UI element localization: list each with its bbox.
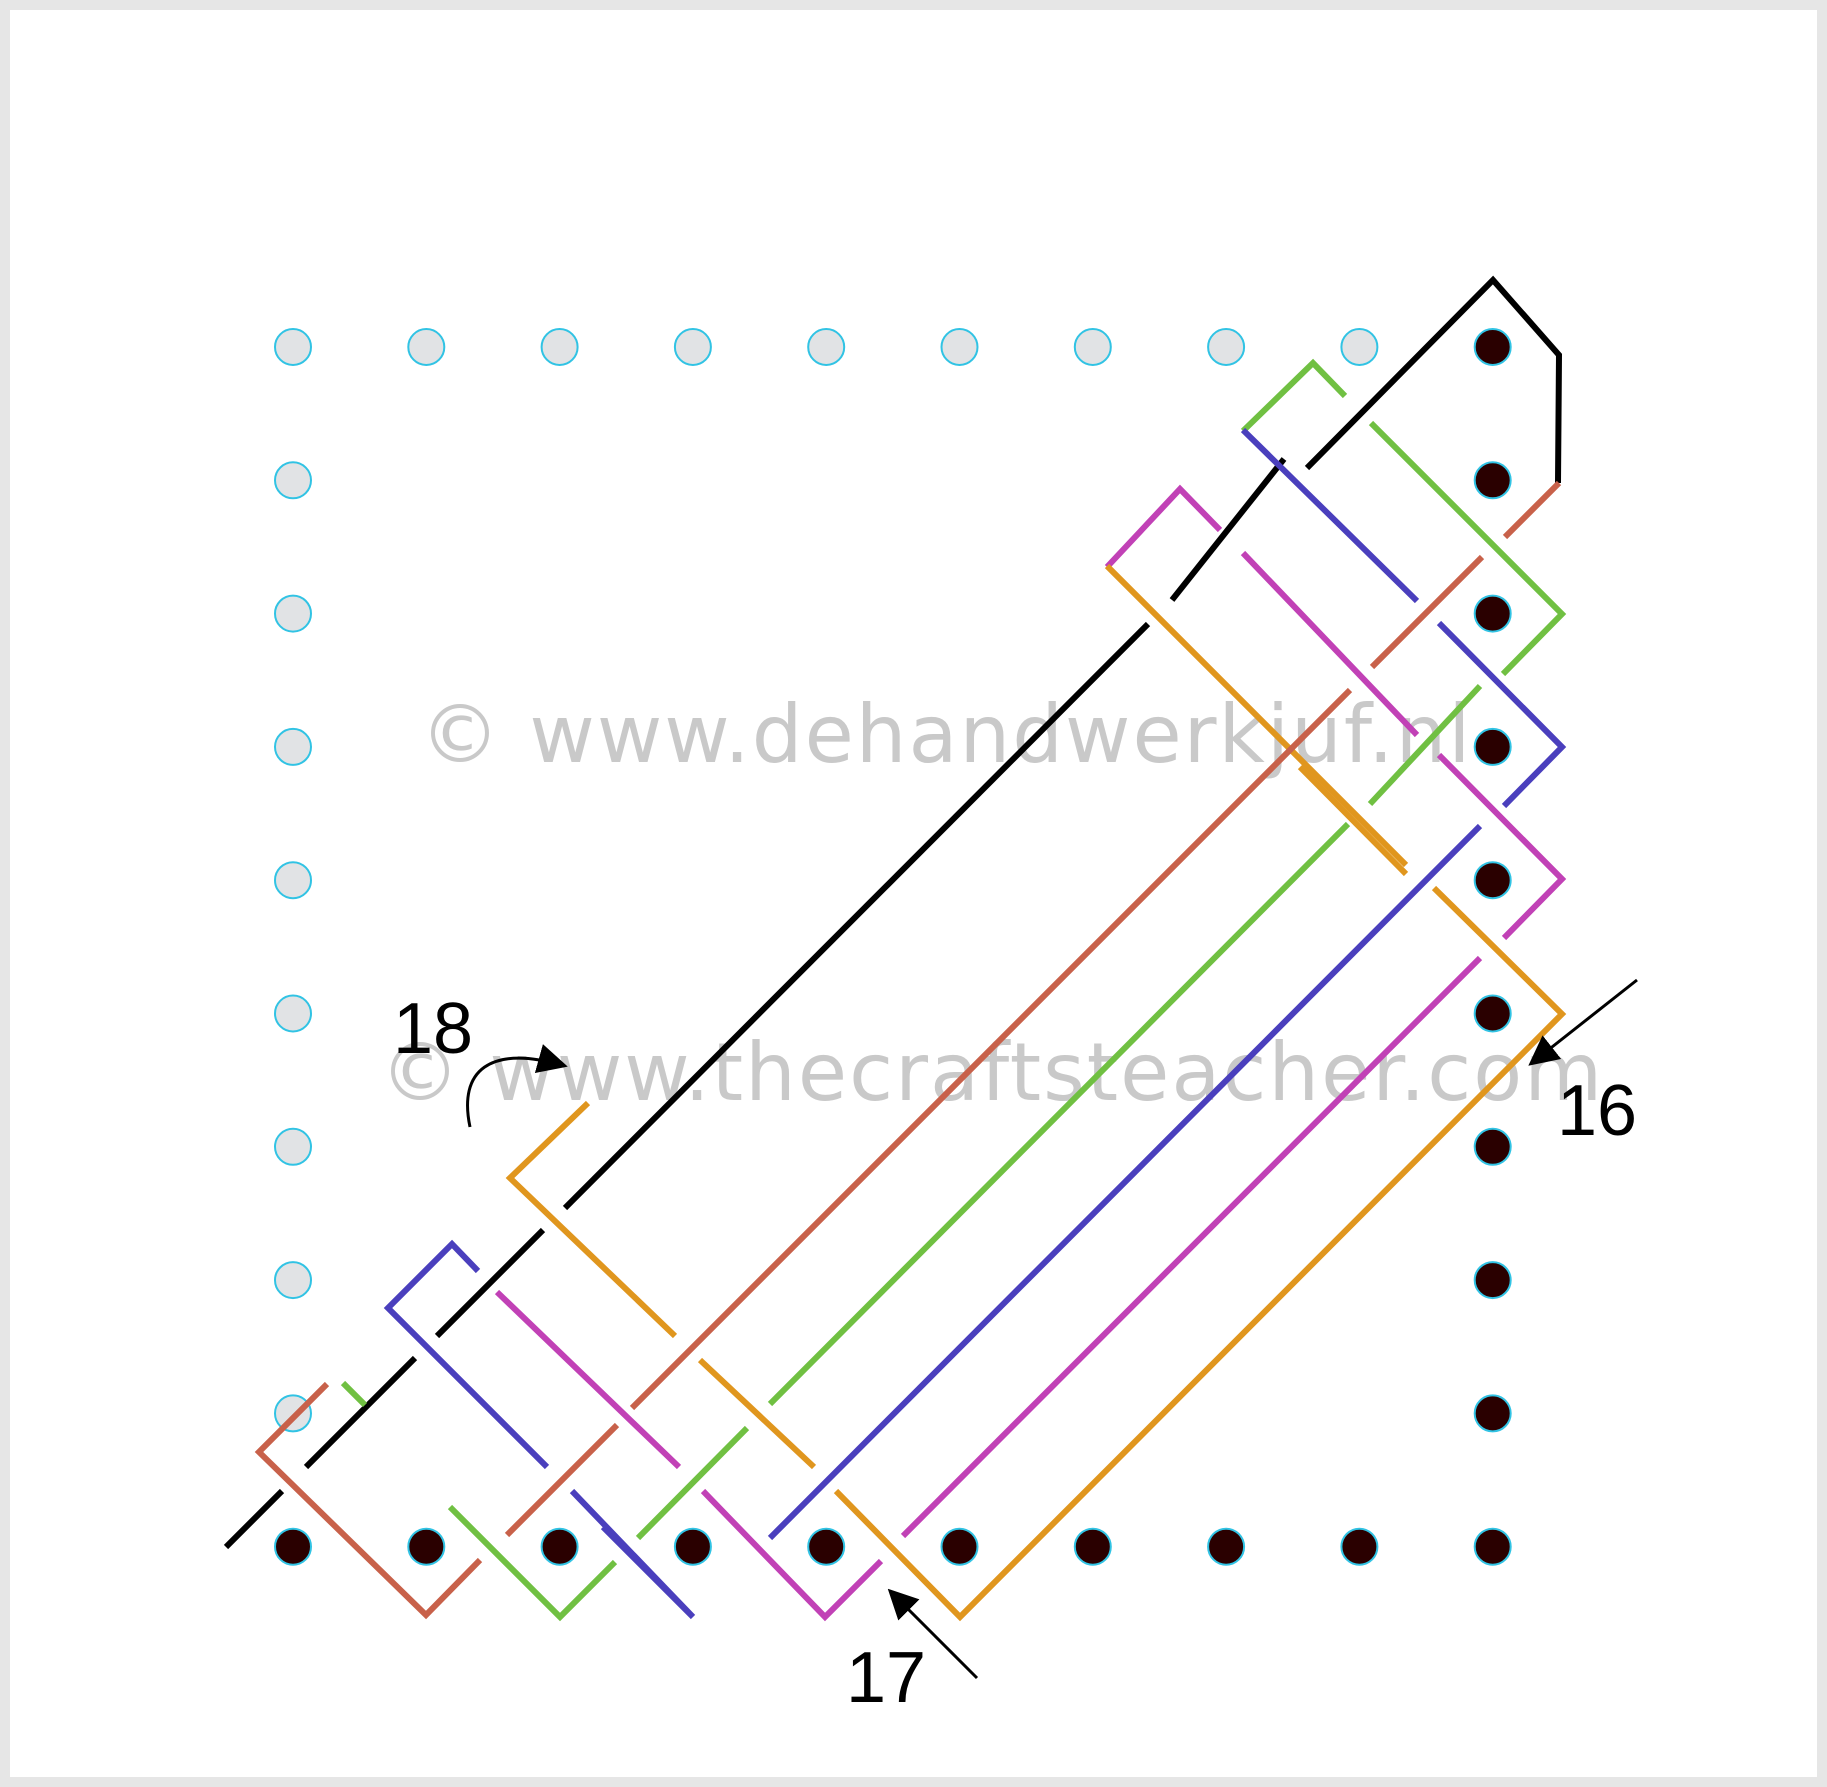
hole-right-3 (1473, 594, 1512, 633)
hole-bottom-2 (407, 1527, 446, 1566)
hole-right-2 (1473, 461, 1512, 500)
thread-magenta-top (1104, 484, 1223, 570)
step-18-arrow (466, 1044, 568, 1128)
hole-top-3 (540, 328, 579, 366)
thread-magenta-bottom (700, 1488, 884, 1622)
thread-green-left (340, 1380, 368, 1408)
hole-bottom-6 (940, 1527, 979, 1566)
step-label-17: 17 (846, 1638, 926, 1718)
hole-right-6 (1473, 994, 1512, 1033)
hole-left-5 (274, 861, 312, 900)
hole-left-4 (274, 727, 312, 766)
step-label-16: 16 (1557, 1071, 1637, 1151)
thread-orange-bottom (697, 1357, 817, 1470)
thread-orange-left (505, 1100, 678, 1339)
right-column-holes (1473, 461, 1512, 1566)
thread-black-3 (434, 1227, 546, 1339)
hole-bottom-1 (274, 1527, 312, 1566)
hole-top-9 (1340, 328, 1379, 366)
hole-bottom-9 (1340, 1527, 1379, 1566)
thread-blue-left (383, 1239, 550, 1470)
thread-orange-right (833, 885, 1567, 1622)
hole-right-5 (1473, 861, 1512, 900)
hole-top-4 (673, 328, 712, 366)
hole-left-2 (274, 461, 312, 500)
thread-brown-bottom (254, 1381, 483, 1620)
hole-top-7 (1073, 328, 1112, 366)
thread-magenta-diag (900, 955, 1483, 1539)
hole-right-8 (1473, 1261, 1512, 1300)
thread-green-right (1368, 420, 1567, 677)
left-column-holes (274, 461, 312, 1433)
hole-top-1 (274, 328, 312, 366)
thread-green-bottom (447, 1504, 618, 1622)
hole-top-8 (1207, 328, 1246, 366)
top-row-holes (274, 328, 1512, 366)
watermark-dehandwerkjuf: © www.dehandwerkjuf.nl (420, 688, 1473, 781)
hole-left-8 (274, 1261, 312, 1300)
thread-black-5 (223, 1488, 285, 1550)
hole-bottom-3 (540, 1527, 579, 1566)
thread-magenta-right (1436, 752, 1567, 941)
hole-right-4 (1473, 727, 1512, 766)
hole-right-10 (1473, 1527, 1512, 1566)
thread-blue-bottom (569, 1488, 696, 1620)
thread-brown-3 (504, 1422, 620, 1538)
hole-bottom-4 (673, 1527, 712, 1566)
thread-blue-top (1240, 427, 1420, 604)
thread-black-2 (562, 621, 1151, 1211)
thread-orange-top (1104, 563, 1409, 868)
thread-blue-diag (767, 823, 1483, 1541)
thread-green-3 (635, 1425, 750, 1541)
thread-orange-1 (1297, 764, 1409, 877)
thread-segments (223, 275, 1567, 1622)
hole-left-6 (274, 994, 312, 1033)
thread-black-top (1304, 275, 1563, 484)
hole-bottom-8 (1207, 1527, 1246, 1566)
hole-left-3 (274, 594, 312, 633)
thread-brown-top (1502, 480, 1562, 540)
watermark-thecraftsteacher: © www.thecraftsteacher.com (380, 1026, 1604, 1119)
hole-bottom-7 (1073, 1527, 1112, 1566)
thread-blue-right (1436, 620, 1567, 809)
hole-left-7 (274, 1127, 312, 1166)
thread-green-1 (1367, 683, 1483, 807)
thread-black-4 (303, 1355, 418, 1470)
hole-right-9 (1473, 1394, 1512, 1433)
thread-magenta-left (494, 1289, 682, 1470)
hole-left-9 (274, 1394, 312, 1433)
string-art-diagram: © www.dehandwerkjuf.nl © www.thecraftste… (223, 275, 1638, 1718)
thread-green-top (1240, 358, 1348, 434)
thread-brown-1 (1369, 554, 1485, 670)
thread-brown-2 (629, 687, 1353, 1411)
hole-top-5 (807, 328, 846, 366)
diagram-frame: © www.dehandwerkjuf.nl © www.thecraftste… (10, 10, 1817, 1777)
hole-bottom-5 (807, 1527, 846, 1566)
step-17-arrow (887, 1588, 979, 1680)
thread-green-2 (767, 821, 1351, 1407)
hole-top-2 (407, 328, 446, 366)
thread-magenta-1 (1240, 550, 1420, 738)
step-16-arrow (1528, 978, 1638, 1066)
step-label-18: 18 (393, 989, 473, 1069)
thread-black-1 (1169, 457, 1287, 602)
hole-top-6 (940, 328, 979, 366)
hole-right-7 (1473, 1127, 1512, 1166)
bottom-row-holes (274, 1527, 1379, 1566)
hole-top-10 (1473, 328, 1512, 366)
